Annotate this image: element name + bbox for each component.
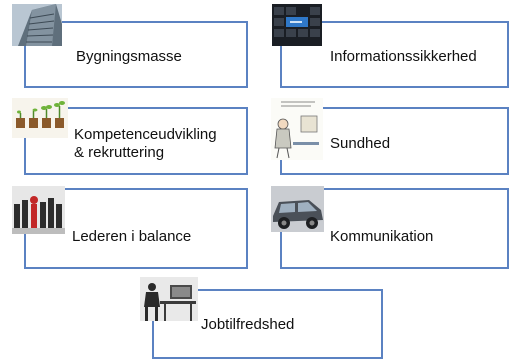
tile-label: Kommunikation	[330, 228, 434, 245]
tile-informationssikkerhed[interactable]: Informationssikkerhed	[280, 21, 509, 88]
chess-pieces-photo-icon	[12, 186, 65, 234]
tile-label-line-2: & rekruttering	[74, 144, 165, 161]
seedlings-photo-icon	[12, 98, 68, 138]
tile-label: Jobtilfredshed	[201, 316, 295, 333]
cartoon-photo-icon	[271, 98, 323, 160]
tile-label: Bygningsmasse	[76, 48, 182, 65]
office-worker-photo-icon	[140, 277, 198, 321]
tile-label: Informationssikkerhed	[330, 48, 477, 65]
tile-label-line-1: Kompetenceudvikling	[74, 126, 217, 143]
tile-label: Sundhed	[330, 135, 391, 152]
car-photo-icon	[271, 186, 324, 232]
tile-bygningsmasse[interactable]: Bygningsmasse	[24, 21, 248, 88]
keyboard-photo-icon	[272, 4, 322, 46]
tile-label: Lederen i balance	[72, 228, 192, 245]
building-photo-icon	[12, 4, 62, 46]
